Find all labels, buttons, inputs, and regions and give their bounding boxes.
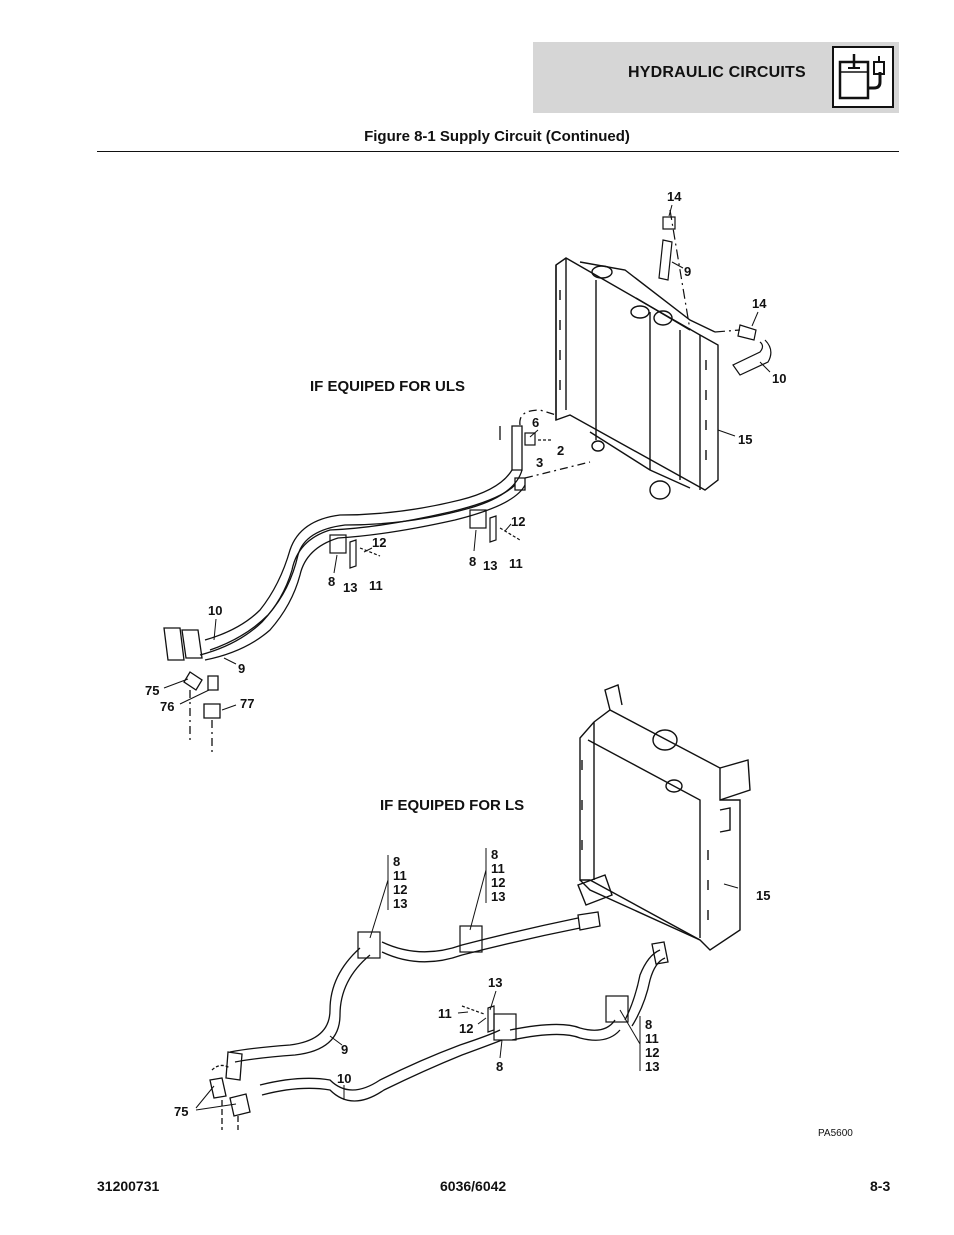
callout: 6 bbox=[532, 415, 540, 430]
callout: 75 bbox=[145, 683, 160, 698]
callout: 10 bbox=[208, 603, 223, 618]
callout: 13 bbox=[488, 975, 503, 990]
footer-model: 6036/6042 bbox=[440, 1178, 507, 1194]
callout: 2 bbox=[557, 443, 565, 458]
callout: 13 bbox=[483, 558, 498, 573]
callout: 76 bbox=[160, 699, 175, 714]
callout: 10 bbox=[337, 1071, 352, 1086]
callout: 77 bbox=[240, 696, 255, 711]
callout: 12 bbox=[459, 1021, 474, 1036]
callout: 12 bbox=[372, 535, 387, 550]
ls-leaders bbox=[195, 848, 739, 1111]
callout: 8 bbox=[328, 574, 336, 589]
callout: 15 bbox=[738, 432, 753, 447]
uls-cooler bbox=[555, 257, 719, 500]
ls-hoses bbox=[209, 911, 669, 1130]
hydraulic-reservoir-icon bbox=[832, 46, 894, 108]
callout: 8 bbox=[469, 554, 477, 569]
uls-section-label: IF EQUIPED FOR ULS bbox=[310, 378, 466, 395]
ls-section-label: IF EQUIPED FOR LS bbox=[380, 797, 525, 814]
header-rule bbox=[97, 151, 899, 152]
figure-title: Figure 8-1 Supply Circuit (Continued) bbox=[364, 128, 630, 145]
footer-doc-number: 31200731 bbox=[97, 1178, 160, 1194]
callout: 3 bbox=[536, 455, 544, 470]
uls-hoses bbox=[163, 409, 591, 752]
footer-page-number: 8-3 bbox=[870, 1178, 891, 1194]
callout: 9 bbox=[238, 661, 246, 676]
callout: 9 bbox=[341, 1042, 349, 1057]
callout: 8 bbox=[496, 1059, 504, 1074]
callout: 15 bbox=[756, 888, 771, 903]
callout: 13 bbox=[343, 580, 358, 595]
drawing-code: PA5600 bbox=[818, 1128, 853, 1139]
callout: 14 bbox=[667, 189, 682, 204]
callout: 11 bbox=[438, 1006, 452, 1021]
uls-clamps bbox=[329, 432, 552, 569]
callout: 11 bbox=[369, 578, 383, 593]
callout: 11 bbox=[509, 556, 523, 571]
uls-top-fittings bbox=[658, 209, 772, 376]
uls-leaders bbox=[163, 204, 771, 711]
callout: 75 bbox=[174, 1104, 189, 1119]
callout: 9 bbox=[684, 264, 692, 279]
callout: 14 bbox=[752, 296, 767, 311]
section-title: HYDRAULIC CIRCUITS bbox=[628, 64, 806, 81]
callout: 10 bbox=[772, 371, 787, 386]
ls-cooler bbox=[577, 684, 751, 951]
callout: 12 bbox=[511, 514, 526, 529]
